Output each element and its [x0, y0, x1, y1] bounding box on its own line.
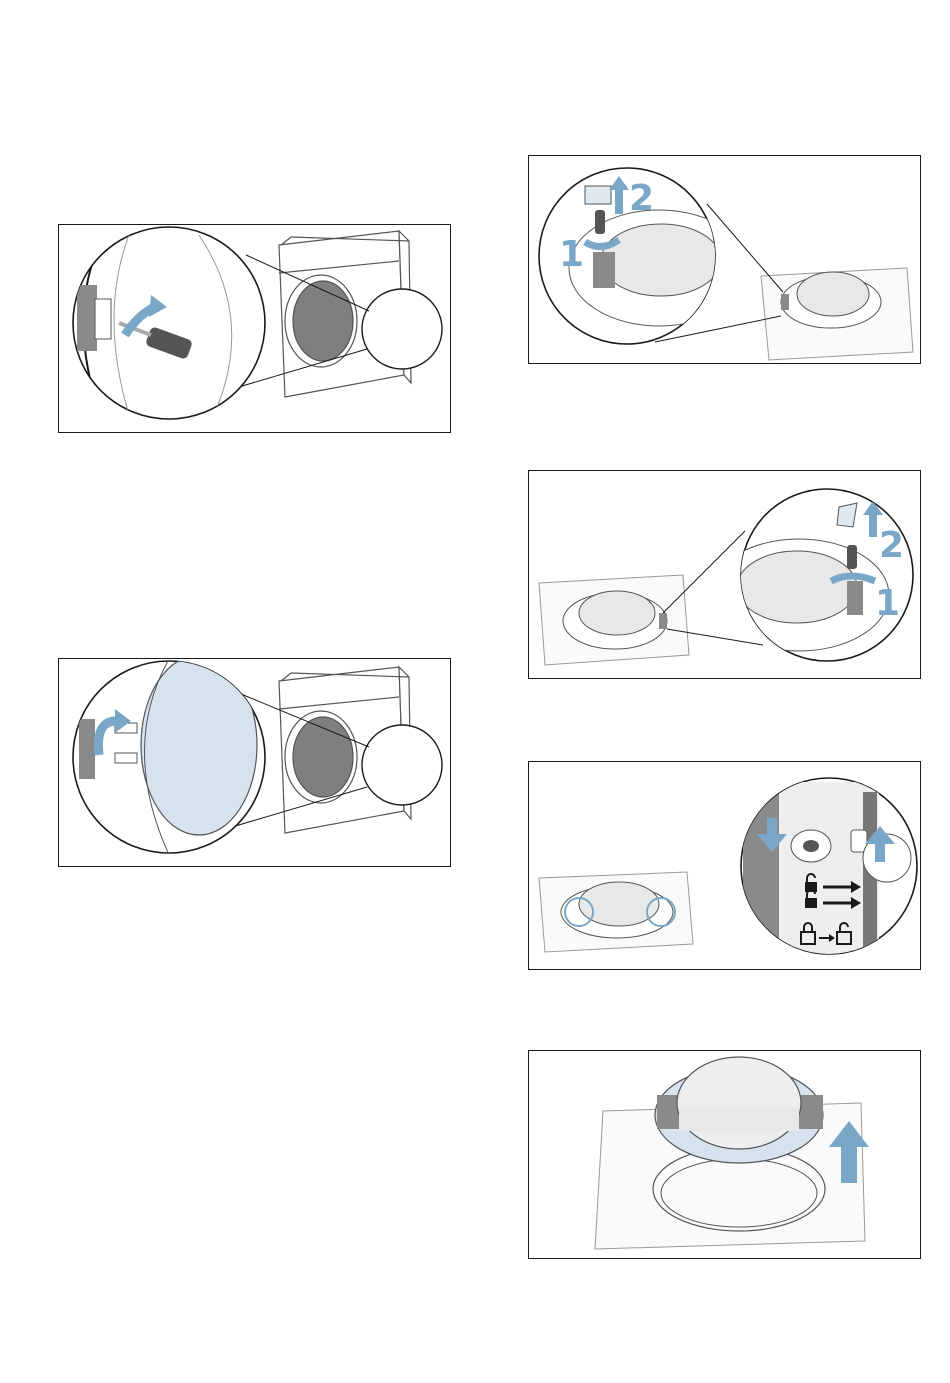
step-label-1: 1: [875, 583, 900, 624]
step-label-2: 2: [879, 525, 904, 566]
illustration-detach-door: [59, 659, 451, 867]
step-label-1: 1: [559, 234, 584, 275]
screw-icon: [847, 545, 857, 569]
illustration-lift-door: [529, 1051, 921, 1259]
figure-remove-hinge-screws: [58, 224, 451, 433]
door-icon: [539, 872, 693, 952]
figure-lock-transfer: [528, 761, 921, 970]
zoom-view: [741, 778, 917, 970]
figure-detach-door: [58, 658, 451, 867]
screw-icon: [595, 210, 605, 234]
zoom-view: 1 2: [539, 168, 749, 344]
zoom-view: [73, 659, 265, 859]
door-icon: [539, 575, 689, 665]
magnifier-circle-icon: [362, 725, 442, 805]
illustration-remove-hinge-screws: [59, 225, 451, 433]
door-icon: [141, 659, 257, 835]
illustration-hinge-right-steps: 1 2: [529, 156, 921, 364]
zoom-view: 2 1: [709, 489, 913, 661]
zoom-view: [73, 227, 265, 425]
illustration-hinge-left-steps: 2 1: [529, 471, 921, 679]
magnifier-circle-icon: [362, 289, 442, 369]
illustration-lock-transfer: [529, 762, 921, 970]
door-icon: [655, 1057, 823, 1163]
figure-hinge-left-steps: 2 1: [528, 470, 921, 679]
step-label-2: 2: [629, 178, 654, 219]
door-icon: [761, 268, 913, 360]
figure-hinge-right-steps: 1 2: [528, 155, 921, 364]
figure-lift-door: [528, 1050, 921, 1259]
